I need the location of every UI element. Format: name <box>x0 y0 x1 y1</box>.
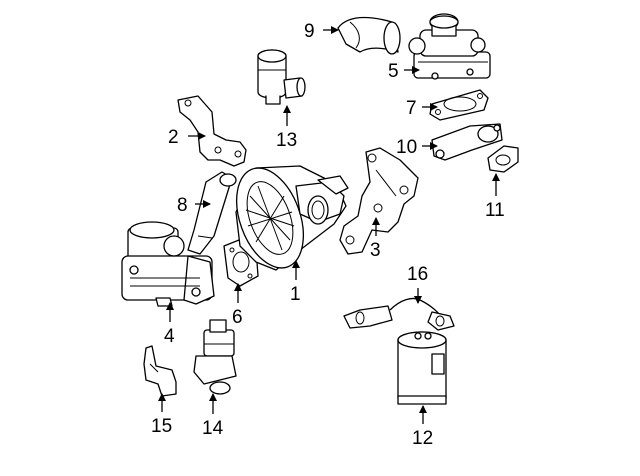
callout-1: 1 <box>290 284 301 305</box>
part-1-air-pump <box>235 165 349 271</box>
part-4-valve <box>121 221 215 307</box>
callout-14: 14 <box>202 418 224 439</box>
callout-9: 9 <box>304 21 315 42</box>
callout-2: 2 <box>168 127 179 148</box>
callout-10: 10 <box>396 137 417 158</box>
part-8-hose <box>187 171 237 255</box>
part-12-canister <box>397 331 447 405</box>
callout-8: 8 <box>177 195 188 216</box>
part-3-bracket <box>339 147 419 255</box>
callout-labels: 9 5 7 10 11 2 13 8 3 1 6 4 16 12 14 15 <box>151 21 505 449</box>
part-10-pipe <box>431 123 503 161</box>
part-13-fitting <box>257 49 306 105</box>
callout-13: 13 <box>276 130 297 151</box>
callout-7: 7 <box>406 98 417 119</box>
callout-5: 5 <box>388 61 399 82</box>
callout-6: 6 <box>232 307 243 328</box>
leader-lines <box>158 26 500 424</box>
part-15-bracket <box>143 345 177 397</box>
part-16-sensor <box>343 297 455 331</box>
part-7-gasket <box>429 89 489 121</box>
part-14-solenoid <box>193 319 237 395</box>
part-11-gasket <box>487 145 519 173</box>
callout-3: 3 <box>370 240 381 261</box>
callout-4: 4 <box>164 326 175 347</box>
part-5-valve <box>408 13 491 80</box>
callout-12: 12 <box>412 428 433 449</box>
part-2-bracket <box>177 95 247 167</box>
callout-16: 16 <box>407 264 428 285</box>
part-9-hose <box>337 16 401 55</box>
callout-15: 15 <box>151 416 172 437</box>
callout-11: 11 <box>485 200 505 221</box>
